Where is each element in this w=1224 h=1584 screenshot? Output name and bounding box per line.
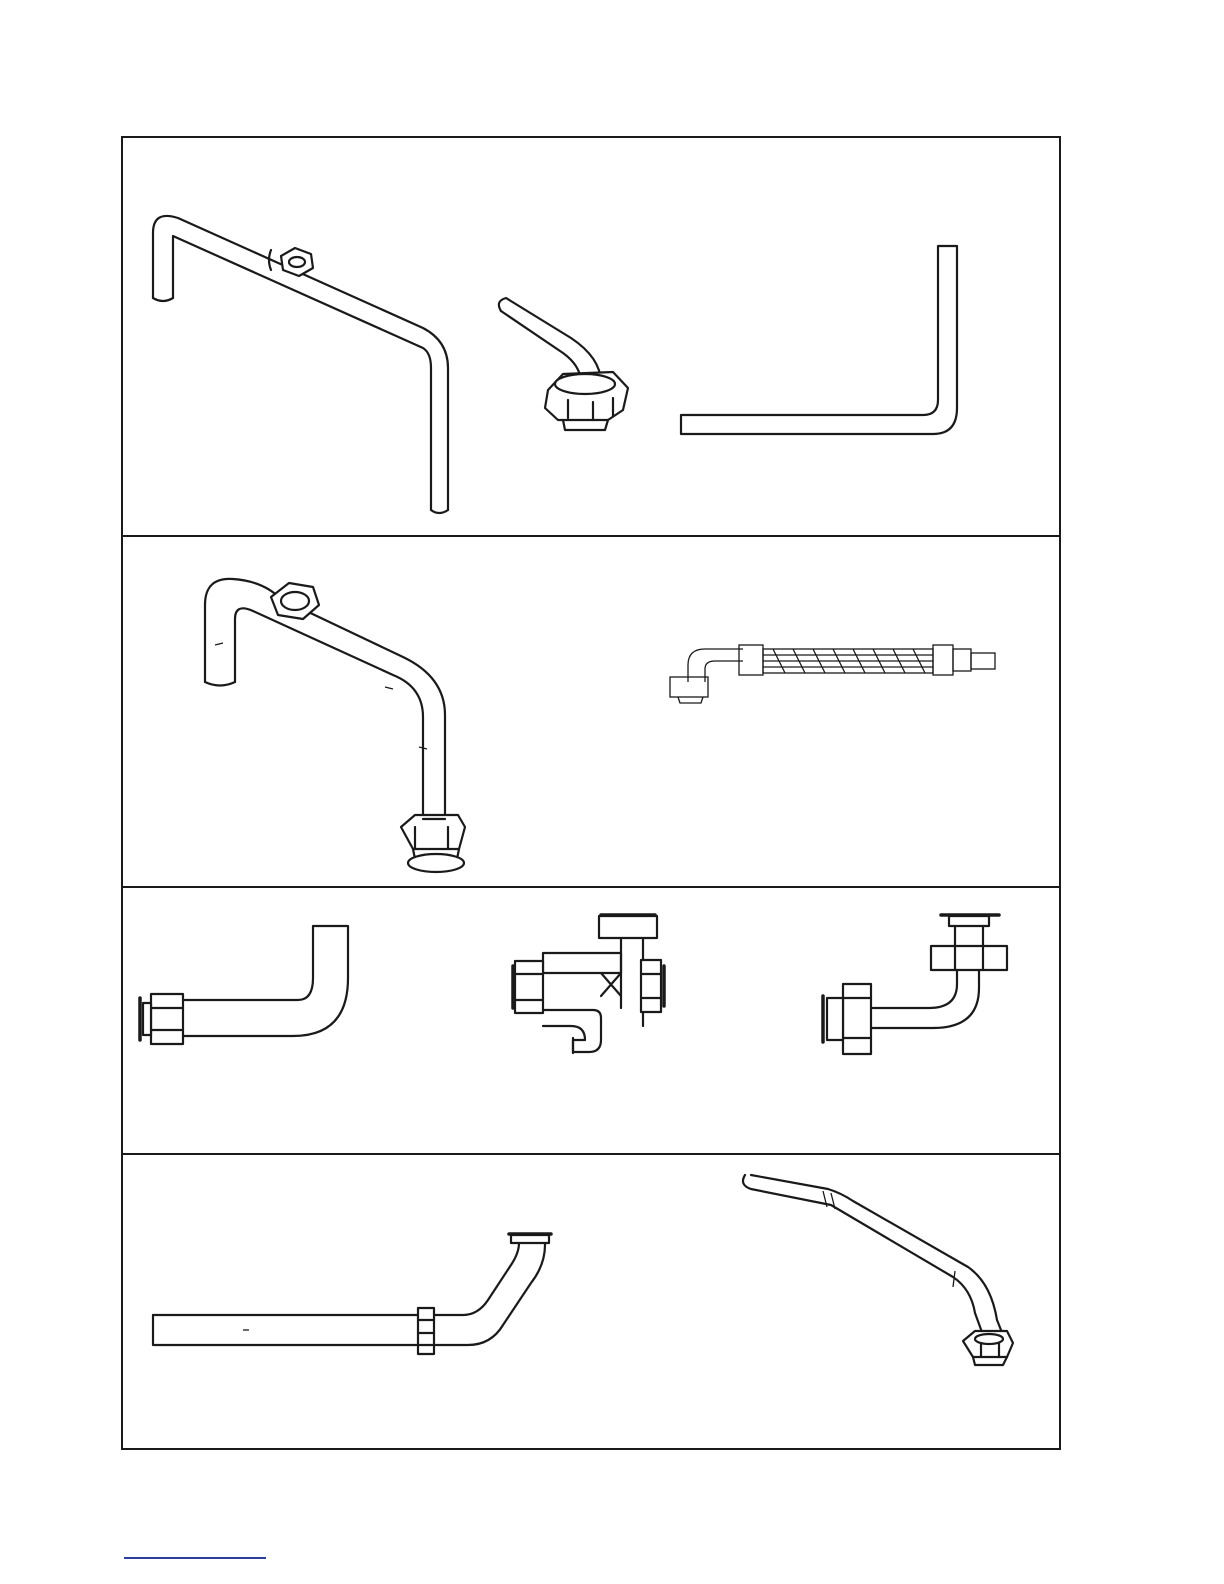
panel-row-2: [123, 537, 1059, 888]
panel-row-4-drawing: [123, 1155, 1059, 1448]
panel-row-3: [123, 888, 1059, 1155]
elbow-with-two-unions-icon: [823, 915, 1007, 1054]
panel-row-1-drawing: [123, 138, 1059, 535]
footer-rule: [124, 1557, 266, 1559]
braided-flexible-hose-icon: [670, 645, 995, 703]
curved-pipe-with-lock-nut-icon: [499, 298, 628, 430]
panel-row-3-drawing: [123, 888, 1059, 1153]
panel-row-2-drawing: [123, 537, 1059, 886]
panel-row-1: [123, 138, 1059, 537]
tee-fitting-with-unions-icon: [513, 915, 664, 1053]
l-shaped-pipe-icon: [681, 246, 957, 434]
elbow-pipe-with-union-icon: [140, 926, 348, 1044]
swan-neck-pipe-with-nut-icon: [153, 216, 448, 513]
angled-pipe-with-union-icon: [743, 1175, 1013, 1365]
straight-pipe-with-coupling-icon: [153, 1234, 551, 1354]
panel-row-4: [123, 1155, 1059, 1448]
swan-neck-pipe-with-union-icon: [205, 579, 465, 872]
parts-illustration-frame: [121, 136, 1061, 1450]
